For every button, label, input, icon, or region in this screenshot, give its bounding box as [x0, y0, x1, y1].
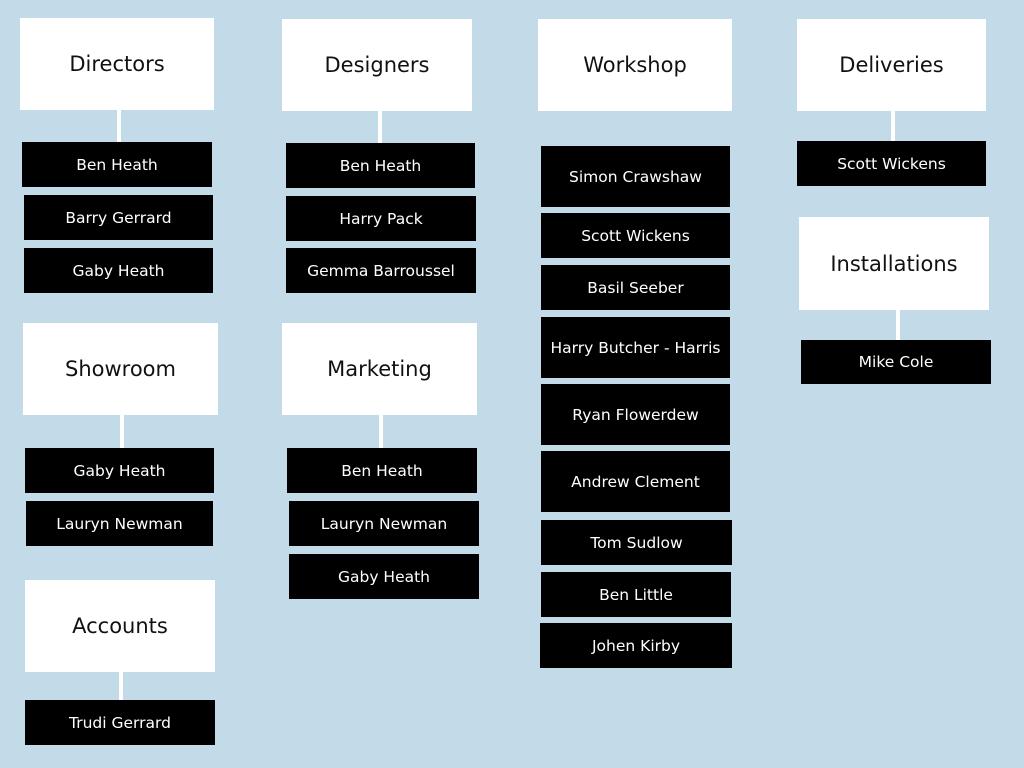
member-designers-1: Ben Heath [286, 143, 475, 188]
member-workshop-1: Simon Crawshaw [541, 146, 730, 207]
connector-directors [117, 110, 121, 142]
dept-accounts: Accounts [25, 580, 215, 672]
member-directors-3: Gaby Heath [24, 248, 213, 293]
dept-installations: Installations [799, 217, 989, 310]
member-designers-3: Gemma Barroussel [286, 248, 476, 293]
member-installations-1: Mike Cole [801, 340, 991, 384]
connector-marketing [379, 415, 383, 448]
dept-deliveries: Deliveries [797, 19, 986, 111]
member-workshop-3: Basil Seeber [541, 265, 730, 310]
member-showroom-2: Lauryn Newman [26, 501, 213, 546]
dept-directors: Directors [20, 18, 214, 110]
connector-deliveries [891, 111, 895, 141]
connector-designers [378, 111, 382, 143]
member-workshop-6: Andrew Clement [541, 451, 730, 512]
member-showroom-1: Gaby Heath [25, 448, 214, 493]
connector-installations [896, 310, 900, 340]
member-workshop-2: Scott Wickens [541, 213, 730, 258]
member-directors-2: Barry Gerrard [24, 195, 213, 240]
member-designers-2: Harry Pack [286, 196, 476, 241]
member-directors-1: Ben Heath [22, 142, 212, 187]
connector-accounts [119, 672, 123, 700]
connector-showroom [120, 415, 124, 448]
member-workshop-5: Ryan Flowerdew [541, 384, 730, 445]
member-workshop-4: Harry Butcher - Harris [541, 317, 730, 378]
dept-showroom: Showroom [23, 323, 218, 415]
member-marketing-2: Lauryn Newman [289, 501, 479, 546]
member-deliveries-1: Scott Wickens [797, 141, 986, 186]
member-workshop-8: Ben Little [541, 572, 731, 617]
member-marketing-1: Ben Heath [287, 448, 477, 493]
member-workshop-7: Tom Sudlow [541, 520, 732, 565]
dept-designers: Designers [282, 19, 472, 111]
member-marketing-3: Gaby Heath [289, 554, 479, 599]
dept-marketing: Marketing [282, 323, 477, 415]
member-workshop-9: Johen Kirby [540, 623, 732, 668]
member-accounts-1: Trudi Gerrard [25, 700, 215, 745]
dept-workshop: Workshop [538, 19, 732, 111]
